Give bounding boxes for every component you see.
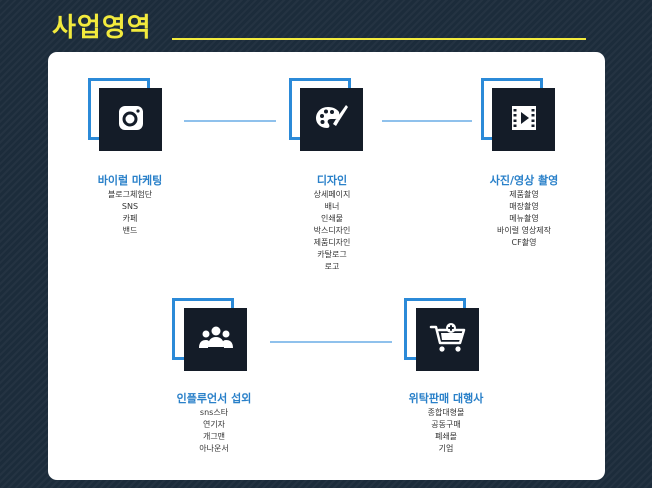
connector-line-2 xyxy=(382,120,472,122)
service-items: sns스타 연기자 개그맨 아나운서 xyxy=(144,407,284,455)
service-title: 위탁판매 대행사 xyxy=(408,392,484,405)
people-icon xyxy=(196,325,236,355)
service-item: 밴드 xyxy=(122,226,138,235)
service-item: 제품디자인 xyxy=(313,238,351,247)
service-items: 종합대형몰 공동구매 폐쇄몰 기업 xyxy=(376,407,516,455)
service-items: 상세페이지 배너 인쇄물 박스디자인 제품디자인 카탈로그 로고 xyxy=(262,189,402,273)
service-item: 로고 xyxy=(324,262,340,271)
camera-icon xyxy=(116,103,146,137)
cart-icon xyxy=(429,322,467,358)
palette-icon xyxy=(314,103,350,137)
service-item: 아나운서 xyxy=(199,444,229,453)
service-item: 매장촬영 xyxy=(509,202,539,211)
service-item: 바이럴 영상제작 xyxy=(496,226,552,235)
service-item: 연기자 xyxy=(202,420,226,429)
services-card: 바이럴 마케팅 블로그체험단 SNS 카페 밴드 디자인 xyxy=(48,52,605,480)
service-item: SNS xyxy=(121,202,139,211)
icon-tile xyxy=(184,308,247,371)
service-item: 카탈로그 xyxy=(317,250,347,259)
video-icon xyxy=(509,103,539,137)
icon-tile xyxy=(300,88,363,151)
connector-line-3 xyxy=(270,341,392,343)
service-item: CF촬영 xyxy=(511,238,537,247)
service-item: 폐쇄몰 xyxy=(434,432,458,441)
icon-tile xyxy=(416,308,479,371)
service-item: 제품촬영 xyxy=(509,190,539,199)
service-item: 블로그체험단 xyxy=(107,190,153,199)
service-item: 기업 xyxy=(438,444,454,453)
service-item: 개그맨 xyxy=(202,432,226,441)
connector-line-1 xyxy=(184,120,276,122)
service-item: sns스타 xyxy=(199,408,229,417)
service-title: 인플루언서 섭외 xyxy=(176,392,252,405)
service-item: 인쇄물 xyxy=(320,214,344,223)
icon-tile xyxy=(99,88,162,151)
icon-tile xyxy=(492,88,555,151)
service-items: 제품촬영 매장촬영 메뉴촬영 바이럴 영상제작 CF촬영 xyxy=(454,189,594,249)
service-title: 디자인 xyxy=(316,174,348,187)
service-item: 배너 xyxy=(324,202,340,211)
service-title: 사진/영상 촬영 xyxy=(489,174,559,187)
service-item: 박스디자인 xyxy=(313,226,351,235)
service-item: 종합대형몰 xyxy=(427,408,465,417)
section-heading: 사업영역 xyxy=(52,13,152,43)
service-title: 바이럴 마케팅 xyxy=(97,174,163,187)
service-item: 공동구매 xyxy=(431,420,461,429)
service-items: 블로그체험단 SNS 카페 밴드 xyxy=(60,189,200,237)
service-item: 메뉴촬영 xyxy=(509,214,539,223)
service-item: 카페 xyxy=(122,214,138,223)
service-item: 상세페이지 xyxy=(313,190,351,199)
heading-underline xyxy=(172,38,586,40)
